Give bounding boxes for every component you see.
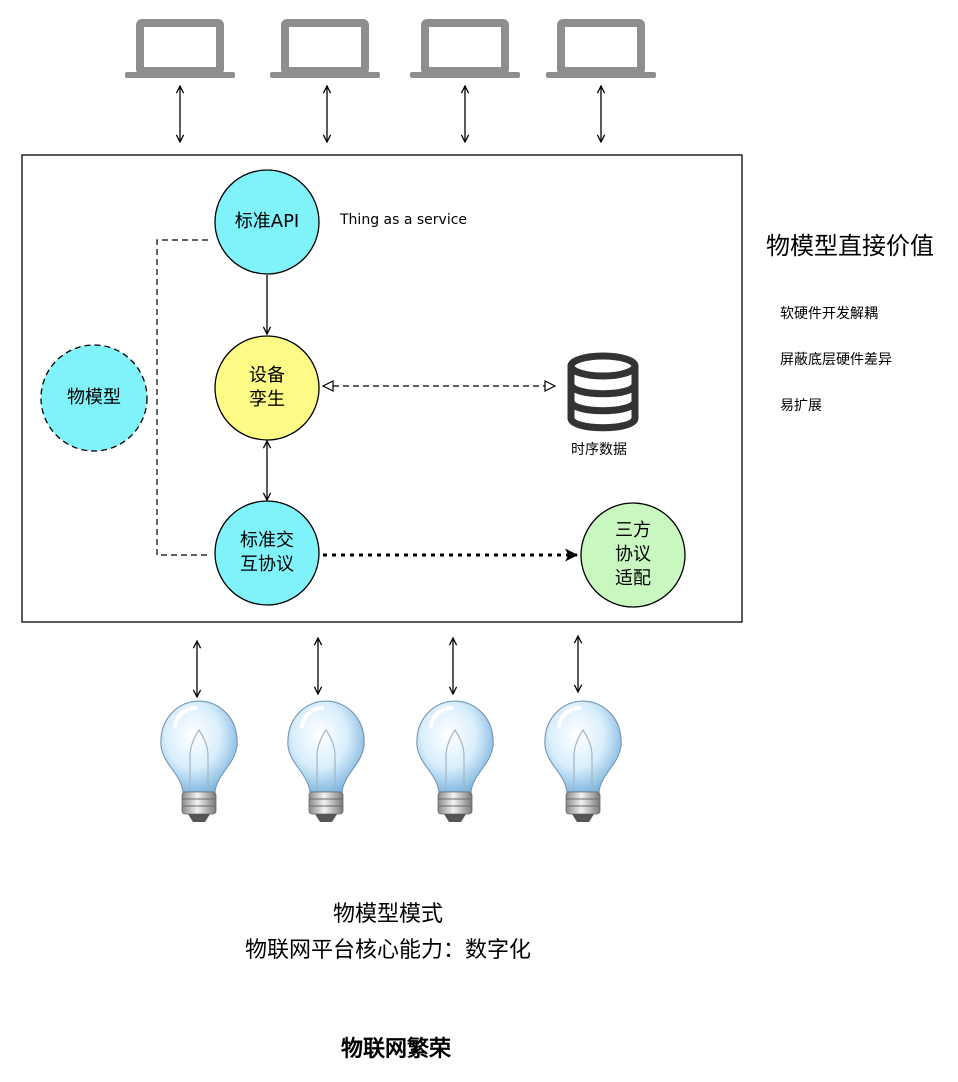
standard-api-label: 标准API (234, 211, 300, 232)
laptop-icon (410, 23, 520, 78)
value-item: 软硬件开发解耦 (780, 306, 878, 322)
value-item: 易扩展 (780, 398, 822, 414)
core-capability-title: 物联网平台核心能力：数字化 (244, 938, 531, 963)
thing-model-node (40, 344, 148, 452)
light-bulb-icon (158, 699, 240, 824)
device-twin-node (214, 335, 320, 441)
light-bulb-icon (414, 699, 496, 824)
service-label: Thing as a service (340, 212, 468, 228)
thing-model-link (156, 239, 208, 556)
value-panel-title: 物模型直接价值 (766, 232, 934, 260)
light-bulb-icon (542, 699, 624, 824)
mode-title: 物模型模式 (332, 902, 443, 927)
laptop-icon (270, 23, 380, 78)
prosper-title: 物联网繁荣 (340, 1037, 451, 1062)
value-item: 屏蔽底层硬件差异 (780, 352, 892, 368)
standard-protocol-node (214, 500, 320, 606)
platform-frame (21, 154, 743, 623)
database-icon (567, 352, 639, 432)
laptop-icon (125, 23, 235, 78)
light-bulb-icon (285, 699, 367, 824)
standard-protocol-label: 标准交 互协议 (240, 530, 294, 575)
device-twin-label: 设备 孪生 (249, 365, 285, 410)
thing-model-label: 物模型 (67, 387, 121, 408)
standard-api-node (214, 169, 320, 275)
third-party-label: 三方 协议 适配 (615, 520, 651, 589)
third-party-node (580, 502, 686, 608)
laptop-icon (546, 23, 656, 78)
timeseries-label: 时序数据 (571, 442, 627, 458)
